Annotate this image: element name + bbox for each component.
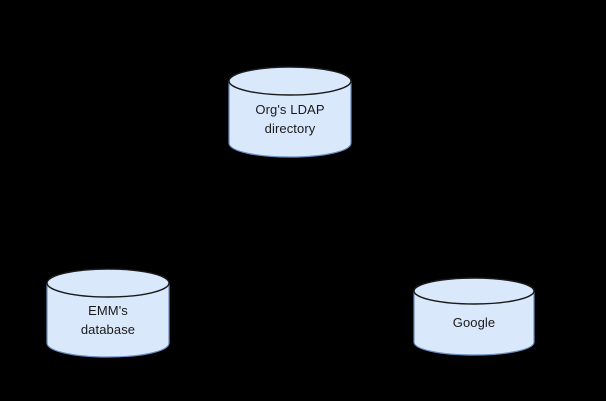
database-node-emm[interactable]: EMM's database [46, 268, 170, 358]
database-node-ldap[interactable]: Org's LDAP directory [228, 66, 352, 158]
database-node-google[interactable]: Google [413, 277, 535, 356]
cylinder-shape-emm [46, 268, 170, 358]
cylinder-shape-ldap [228, 66, 352, 158]
cylinder-shape-google [413, 277, 535, 356]
